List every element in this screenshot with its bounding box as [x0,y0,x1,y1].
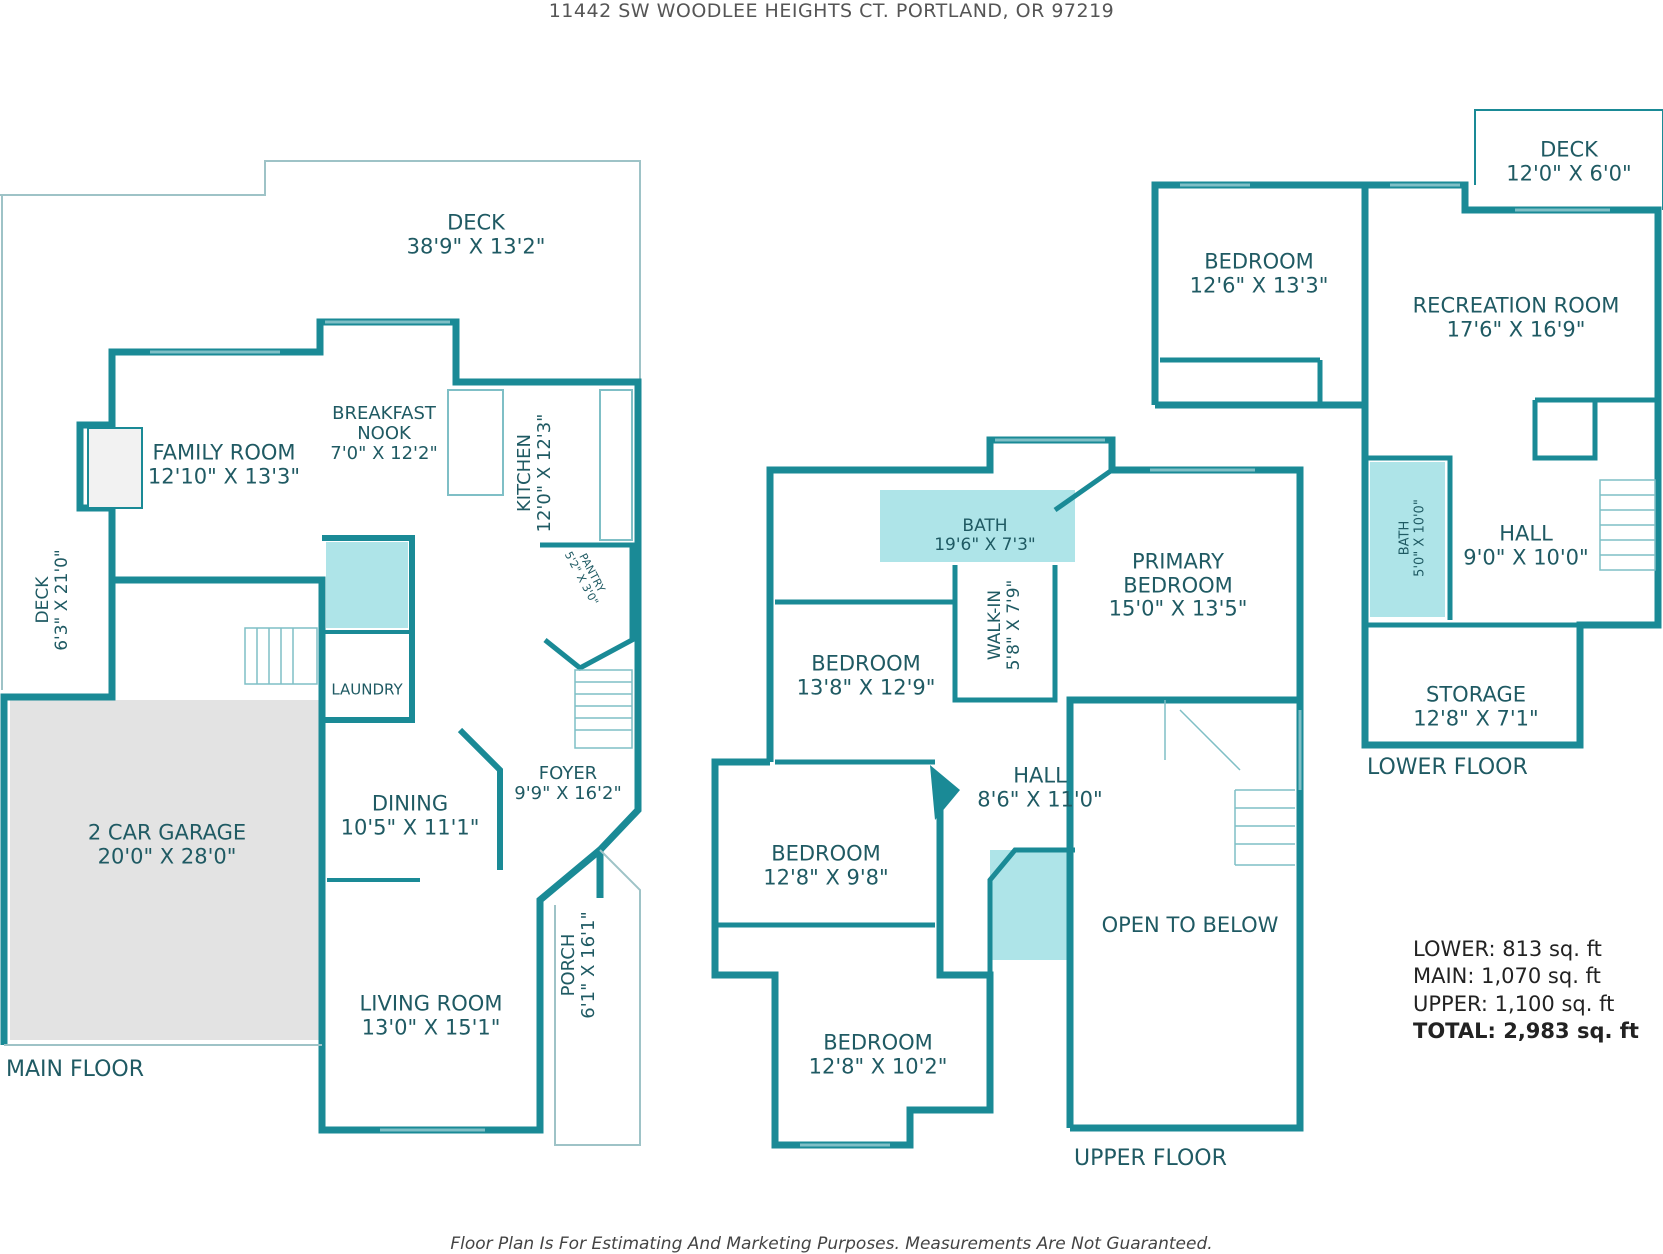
upper-left-walls [711,758,994,1149]
lower-windows [1180,183,1610,212]
lower-area: LOWER: 813 sq. ft [1413,937,1602,961]
disclaimer: Floor Plan Is For Estimating And Marketi… [450,1234,1213,1254]
hall-wedge [930,765,960,820]
lower-floor-title: LOWER FLOOR [1367,755,1528,780]
upper-exterior-walls [766,436,1304,1128]
kitchen-island [447,389,504,496]
kitchen-counter [599,389,633,541]
lower-stairs [1599,479,1656,571]
dining-partition [457,727,503,870]
area-totals: LOWER: 813 sq. ft MAIN: 1,070 sq. ft UPP… [1413,936,1639,1045]
lower-closet-walls [1532,397,1658,461]
lower-deck-outline [1474,109,1663,210]
open-to-below-label: OPEN TO BELOW [1101,913,1279,938]
fireplace [87,427,143,509]
laundry-block [322,535,415,723]
pantry-walls [540,542,635,671]
upper-windows [800,438,1302,1147]
main-windows [150,320,485,1132]
main-exterior-walls [76,318,642,898]
upper-right-bottom [1070,700,1304,1132]
main-floor-plan [0,160,642,1146]
main-floor-title: MAIN FLOOR [6,1057,145,1082]
lower-floor-plan [1151,109,1663,749]
main-deck-outline [0,160,641,382]
porch-outline [554,849,641,1146]
upper-hall-bath-fill [990,850,1070,960]
upper-floor-title: UPPER FLOOR [1074,1146,1227,1171]
lower-bath-fill [1370,462,1445,617]
upper-stairs [1164,700,1295,866]
main-area: MAIN: 1,070 sq. ft [1413,964,1601,989]
laundry-label: LAUNDRY [331,680,403,699]
main-stairs [244,627,633,749]
hall-bath-walls [987,847,1075,975]
half-bath-fill [326,542,408,628]
upper-floor-plan [711,436,1304,1149]
garage-walls [0,576,326,1045]
walk-in-walls [952,565,1058,703]
lower-bath-walls [1365,455,1453,620]
lower-exterior-walls [1151,181,1662,749]
property-address: 11442 SW WOODLEE HEIGHTS CT. PORTLAND, O… [548,0,1115,22]
living-walls [318,847,603,1134]
garage-area [10,700,322,1040]
total-area: TOTAL: 2,983 sq. ft [1413,1018,1639,1043]
upper-area: UPPER: 1,100 sq. ft [1413,991,1615,1016]
upper-bath-fill [880,490,1075,562]
